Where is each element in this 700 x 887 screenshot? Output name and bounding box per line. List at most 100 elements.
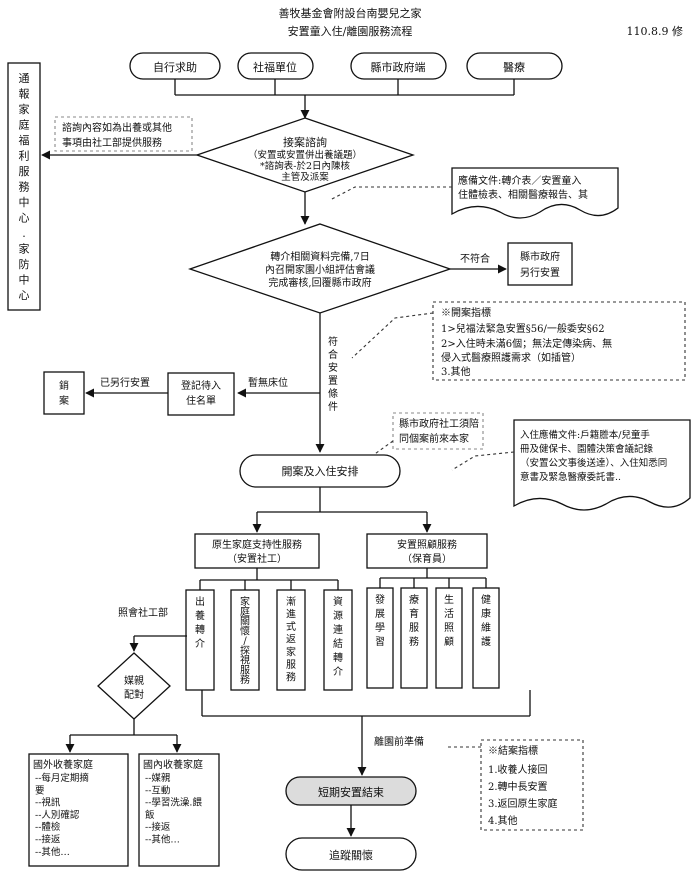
svg-text:案: 案 xyxy=(59,394,69,407)
match-char: 安 xyxy=(328,361,338,374)
care-service-item-char: 學 xyxy=(375,621,385,634)
care-service-item xyxy=(435,587,463,689)
care-service-item-char: 康 xyxy=(481,607,491,620)
notify-char: 中 xyxy=(19,274,30,287)
domestic-adoption-title: 國內收養家庭 xyxy=(143,758,203,771)
family-service-item-char: 式 xyxy=(286,620,296,633)
domestic-adoption-item: --互動 xyxy=(145,785,170,796)
care-service-item-char: 照 xyxy=(444,622,454,634)
source-label: 醫療 xyxy=(503,60,525,74)
source-label: 自行求助 xyxy=(153,60,197,74)
care-service-item xyxy=(400,587,428,689)
notify-char: 報 xyxy=(19,88,30,101)
family-service-item-char: 連 xyxy=(333,623,343,636)
family-service-item-char: 源 xyxy=(333,609,343,622)
family-service-item-char: 轉 xyxy=(195,623,205,636)
family-service-item-char: 介 xyxy=(333,666,343,678)
match-char: 合 xyxy=(328,348,338,361)
foreign-adoption-item: 要 xyxy=(35,785,45,796)
svg-text:銷: 銷 xyxy=(59,379,69,392)
match-char: 置 xyxy=(328,375,338,387)
svg-text:冊及健保卡、園體決策會議記錄: 冊及健保卡、園體決策會議記錄 xyxy=(520,443,654,455)
care-service-item-char: 顧 xyxy=(444,635,454,648)
family-service-item xyxy=(323,589,353,691)
family-service-item-char: 返 xyxy=(286,634,296,646)
svg-text:※開案指標: ※開案指標 xyxy=(441,306,491,319)
care-service-item-char: 健 xyxy=(481,594,491,606)
family-service-item-char: 漸 xyxy=(286,596,296,608)
closure-criteria-item: 4.其他 xyxy=(488,814,518,827)
svg-text:縣市政府: 縣市政府 xyxy=(520,250,560,263)
domestic-adoption-item: --其他… xyxy=(145,834,180,846)
care-service-item-char: 維 xyxy=(481,621,491,634)
svg-text:內召開家園小組評估會議: 內召開家園小組評估會議 xyxy=(265,263,375,276)
closure-criteria-title: ※結案指標 xyxy=(488,744,538,757)
family-service-item xyxy=(230,589,260,691)
family-service-item-char: 務 xyxy=(240,673,250,686)
family-service-item-char: 進 xyxy=(286,609,296,621)
care-service-item-char: 展 xyxy=(375,608,385,620)
notify-char: 防 xyxy=(19,257,30,271)
notify-char: 中 xyxy=(19,196,30,209)
source-pill-social: 社福單位 xyxy=(237,52,314,80)
svg-text:入住應備文件:戶籍謄本/兒童手: 入住應備文件:戶籍謄本/兒童手 xyxy=(520,429,650,441)
source-pill-medical: 醫療 xyxy=(466,52,563,80)
care-service-item-char: 活 xyxy=(444,608,454,620)
notify-char: 心 xyxy=(19,212,30,225)
county-other-placement-box: 縣市政府 另行安置 xyxy=(507,242,573,286)
svg-text:接案諮詢: 接案諮詢 xyxy=(283,135,327,149)
svg-text:登記待入: 登記待入 xyxy=(181,379,221,392)
care-service-item xyxy=(472,587,500,689)
care-service-item-char: 護 xyxy=(481,635,491,648)
svg-text:住體檢表、相關醫療報告、其: 住體檢表、相關醫療報告、其 xyxy=(458,188,588,201)
family-service-item-char: 介 xyxy=(195,638,205,650)
family-service-item-char: 結 xyxy=(333,637,343,650)
family-service-item-char: 服 xyxy=(240,664,250,676)
family-service-item-char: 養 xyxy=(195,609,205,622)
svg-text:意書及緊急醫療委託書..: 意書及緊急醫療委託書.. xyxy=(520,471,621,483)
notify-char: 家 xyxy=(19,102,30,116)
closure-criteria-item: 3.返回原生家庭 xyxy=(488,797,558,810)
family-service-item-char: 探 xyxy=(240,644,250,657)
notify-char: 服 xyxy=(19,165,30,178)
family-service-item-char: 庭 xyxy=(240,605,250,618)
refer-social-label: 照會社工部 xyxy=(118,606,168,619)
not-match-label: 不符合 xyxy=(460,252,490,265)
family-service-item-char: 務 xyxy=(286,670,296,683)
match-char: 條 xyxy=(328,387,338,400)
leave-prep-label: 離園前準備 xyxy=(374,735,424,748)
care-service-item-char: 療 xyxy=(409,593,419,606)
notify-char: 利 xyxy=(19,150,30,163)
required-docs-note: 應備文件:轉介表／安置童入 住體檢表、相關醫療報告、其 xyxy=(451,167,619,219)
foreign-adoption-item: --其他… xyxy=(35,846,70,858)
svg-text:（安置公文事後送達）、入住知悉同: （安置公文事後送達）、入住知悉同 xyxy=(520,457,667,469)
family-support-service-box: 原生家庭支持性服務 （安置社工） xyxy=(194,533,320,569)
notify-char: 家 xyxy=(19,242,30,256)
family-service-item-char: 家 xyxy=(286,645,296,658)
match-char: 件 xyxy=(328,401,338,413)
family-service-item-char: 轉 xyxy=(333,651,343,664)
foreign-adoption-title: 國外收養家庭 xyxy=(33,758,93,771)
svg-text:1>兒福法緊急安置§56/一般委安§62: 1>兒福法緊急安置§56/一般委安§62 xyxy=(441,322,605,335)
svg-text:2>入住時未滿6個；無法定傳染病、無: 2>入住時未滿6個；無法定傳染病、無 xyxy=(441,337,612,350)
notify-char: 通 xyxy=(19,72,30,85)
source-label: 縣市政府端 xyxy=(371,60,426,74)
svg-text:媒親: 媒親 xyxy=(124,674,144,687)
svg-text:另行安置: 另行安置 xyxy=(520,266,560,279)
matching-diamond: 媒親 配對 xyxy=(97,652,171,720)
care-service-item-char: 發 xyxy=(375,593,385,606)
closure-criteria-item: 1.收養人接回 xyxy=(488,763,548,776)
county-social-worker-note: 縣市政府社工須陪 同個案前來本家 xyxy=(392,412,484,450)
admission-docs-note: 入住應備文件:戶籍謄本/兒童手 冊及健保卡、園體決策會議記錄 （安置公文事後送達… xyxy=(513,419,691,511)
domestic-adoption-box: 國內收養家庭--媒親--互動--學習洗澡.餵 飯--接返--其他… xyxy=(138,753,220,867)
family-service-item-char: 家 xyxy=(240,595,250,608)
care-service-item-char: 服 xyxy=(409,622,419,634)
intake-diamond: 接案諮詢 （安置或安置併出養議題） *諮詢表-於2日內陳核 主管及派案 xyxy=(194,117,416,193)
svg-text:諮詢內容如為出養或其他: 諮詢內容如為出養或其他 xyxy=(62,121,172,134)
foreign-adoption-box: 國外收養家庭--每月定期摘要--視訊--人別確認--體檢--接返--其他… xyxy=(28,753,129,867)
family-service-item-char: 出 xyxy=(195,595,205,608)
